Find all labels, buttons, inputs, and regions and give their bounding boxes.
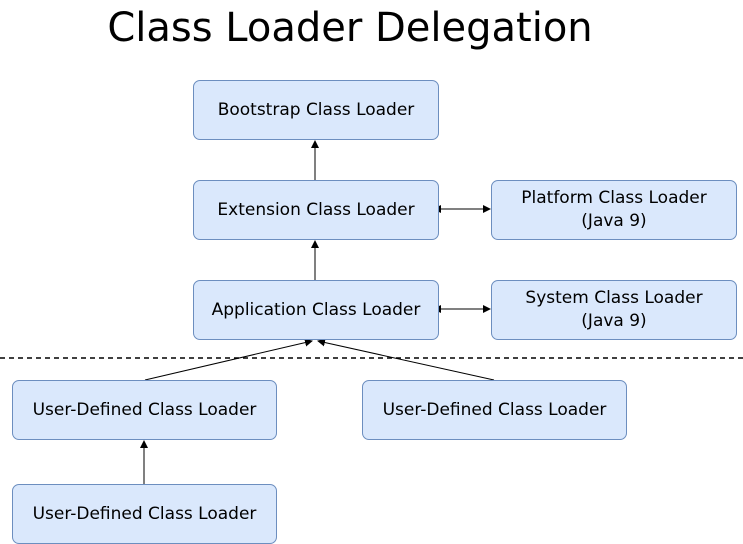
extension-class-loader-label: Extension Class Loader: [217, 199, 415, 220]
extension-class-loader-node: Extension Class Loader: [193, 180, 439, 240]
diagram-title: Class Loader Delegation: [107, 5, 593, 51]
bootstrap-class-loader-label: Bootstrap Class Loader: [217, 99, 415, 120]
platform-class-loader-label: Platform Class Loader: [521, 188, 707, 208]
system-class-loader-version: (Java 9): [581, 311, 647, 331]
user-defined-class-loader-bottom-label: User-Defined Class Loader: [32, 503, 257, 524]
user-defined-class-loader-right-node: User-Defined Class Loader: [362, 380, 627, 440]
platform-class-loader-node: Platform Class Loader (Java 9): [491, 180, 737, 240]
bootstrap-class-loader-node: Bootstrap Class Loader: [193, 80, 439, 140]
user-defined-class-loader-left-node: User-Defined Class Loader: [12, 380, 277, 440]
system-class-loader-node: System Class Loader (Java 9): [491, 280, 737, 340]
user-defined-class-loader-left-label: User-Defined Class Loader: [32, 399, 257, 420]
edge-user-defined-left-to-application: [144, 338, 313, 381]
application-class-loader-label: Application Class Loader: [211, 299, 421, 320]
user-defined-class-loader-right-label: User-Defined Class Loader: [382, 399, 607, 420]
application-class-loader-node: Application Class Loader: [193, 280, 439, 340]
edge-user-defined-right-to-application: [317, 338, 495, 381]
user-defined-class-loader-bottom-node: User-Defined Class Loader: [12, 484, 277, 544]
system-class-loader-label: System Class Loader: [525, 288, 703, 308]
platform-class-loader-version: (Java 9): [581, 211, 647, 231]
